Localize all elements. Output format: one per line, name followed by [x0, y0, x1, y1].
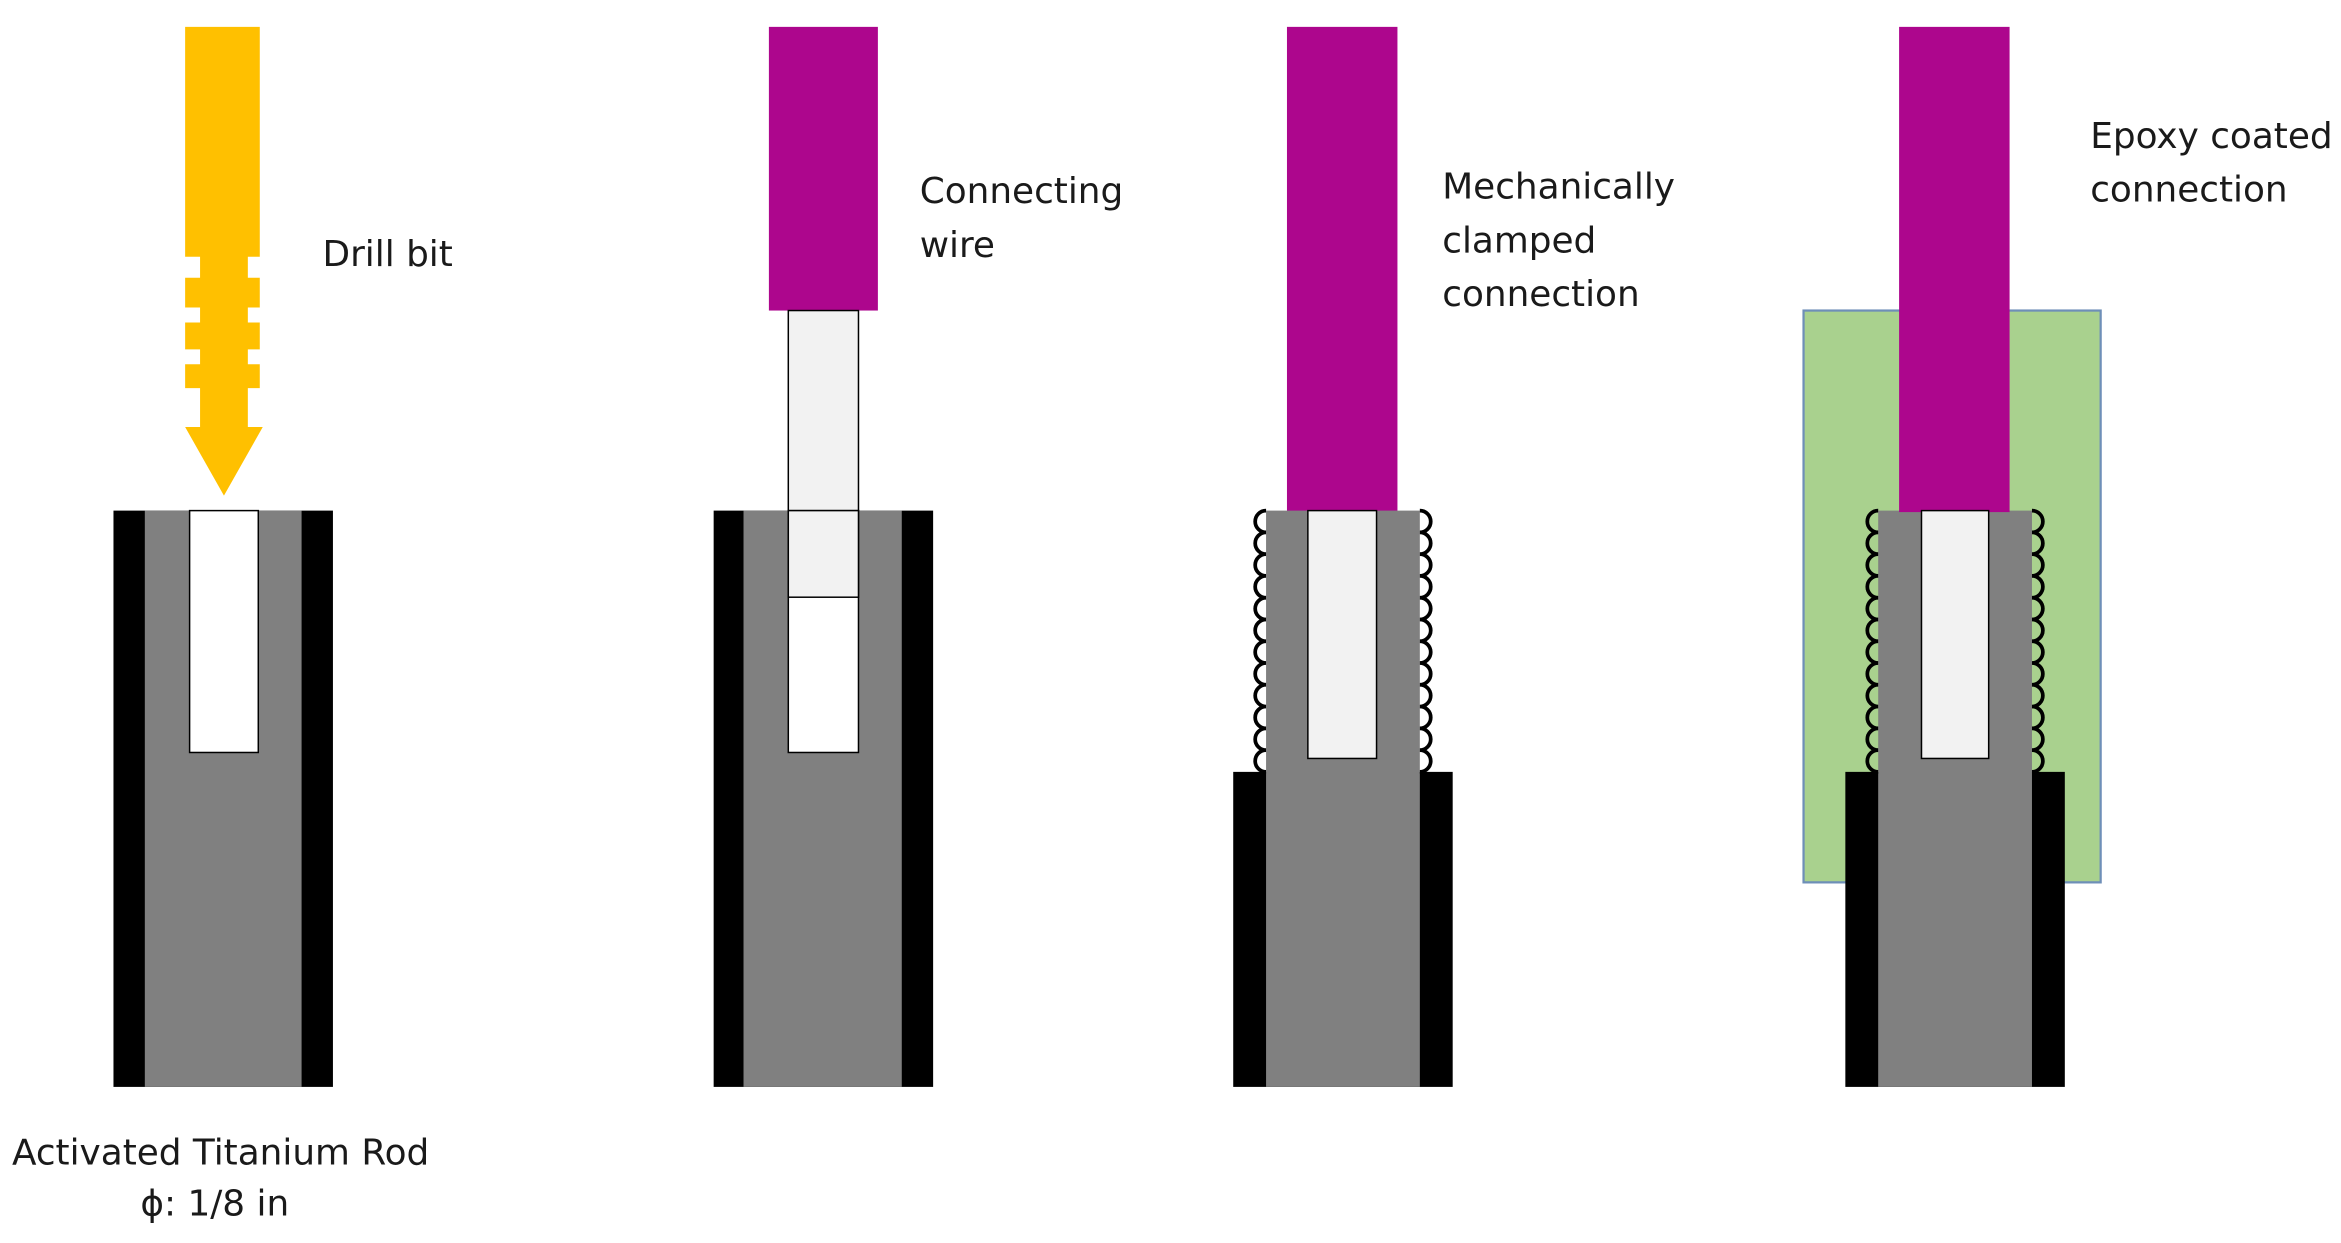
stage-4-epoxy	[1802, 26, 2102, 1087]
label-mechanical-1: Mechanically	[1442, 165, 1676, 208]
label-mechanical-3: connection	[1442, 273, 1640, 316]
crimp-left-4	[1865, 508, 1879, 774]
wire-2	[768, 26, 878, 311]
label-rod-2: ϕ: 1/8 in	[140, 1182, 290, 1225]
label-epoxy-1: Epoxy coated	[2090, 114, 2333, 157]
stage-2-wire-inserted	[713, 26, 934, 1087]
label-connecting-wire-1: Connecting	[919, 170, 1124, 213]
wire-2-core-inside	[787, 509, 860, 598]
drill-bit	[185, 26, 263, 496]
wire-4-core	[1920, 509, 1990, 760]
crimp-right-4	[2031, 508, 2045, 774]
label-epoxy-2: connection	[2090, 168, 2288, 211]
crimp-left-3	[1253, 508, 1267, 774]
rod-1-drilled-hole	[188, 509, 260, 754]
wire-3-core	[1307, 509, 1378, 760]
stage-3-clamped	[1233, 26, 1453, 1087]
label-connecting-wire-2: wire	[919, 223, 995, 266]
stage-1-drilling	[113, 26, 333, 1087]
label-rod-1: Activated Titanium Rod	[11, 1131, 430, 1174]
crimp-right-3	[1419, 508, 1433, 774]
wire-4	[1899, 26, 2010, 513]
wire-3	[1286, 26, 1398, 513]
label-mechanical-2: clamped	[1442, 219, 1597, 262]
label-drill-bit: Drill bit	[322, 232, 453, 275]
